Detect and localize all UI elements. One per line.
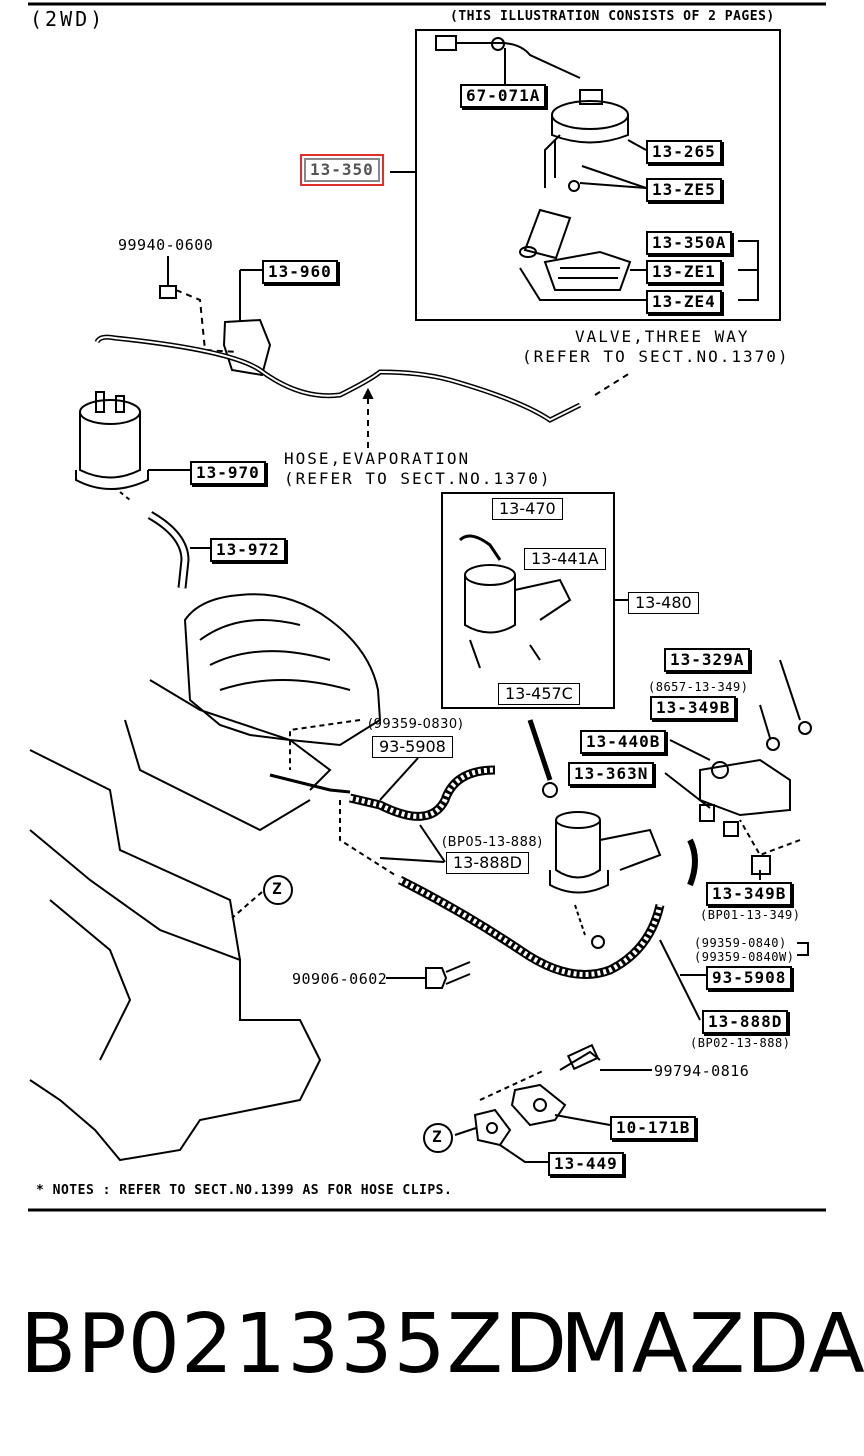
part-13-329a[interactable]: 13-329A [664, 648, 751, 672]
part-67-071a[interactable]: 67-071A [460, 84, 547, 108]
bolt-90906-shape [425, 967, 448, 989]
note-99359-0840: (99359-0840) [694, 936, 787, 950]
part-13-265[interactable]: 13-265 [646, 140, 722, 164]
engine-block-shape [29, 829, 322, 1162]
part-13-ze1[interactable]: 13-ZE1 [646, 260, 722, 284]
diagram-drawing [28, 2, 826, 1212]
part-13-349b-top[interactable]: 13-349B [650, 696, 737, 720]
highlight-13-350: 13-350 [300, 154, 384, 186]
part-13-363n[interactable]: 13-363N [568, 762, 655, 786]
part-13-457c[interactable]: 13-457C [498, 683, 580, 705]
bolt-99794-shape [566, 1043, 600, 1071]
part-13-888d-bottom[interactable]: 13-888D [702, 1010, 789, 1034]
parts-diagram: (2WD) (THIS ILLUSTRATION CONSISTS OF 2 P… [28, 2, 826, 1212]
pump-assy-shape [464, 564, 516, 586]
pump-group-frame [415, 29, 781, 321]
hose-evaporation-line2: (REFER TO SECT.NO.1370) [284, 469, 552, 488]
variant-label: (2WD) [30, 7, 106, 31]
note-99359-0830: (99359-0830) [368, 717, 464, 732]
fuel-pump-shape [555, 811, 601, 829]
part-13-440b[interactable]: 13-440B [580, 730, 667, 754]
grommet-shape [491, 37, 505, 51]
hose-5908-shape [348, 765, 496, 821]
part-13-441a[interactable]: 13-441A [524, 548, 606, 570]
valve-three-way-line1: VALVE,THREE WAY [575, 327, 750, 346]
pump-motor-shape [523, 208, 572, 260]
clip-shape [568, 180, 580, 192]
part-99794-0816[interactable]: 99794-0816 [654, 1062, 750, 1080]
part-13-470[interactable]: 13-470 [492, 498, 563, 520]
illustration-note: (THIS ILLUSTRATION CONSISTS OF 2 PAGES) [450, 9, 775, 24]
part-13-480[interactable]: 13-480 [628, 592, 699, 614]
part-13-888d-top[interactable]: 13-888D [446, 852, 529, 874]
part-13-960[interactable]: 13-960 [262, 260, 338, 284]
brand-name: MAZDA [560, 1297, 864, 1392]
part-13-970[interactable]: 13-970 [190, 461, 266, 485]
part-93-5908-bottom[interactable]: 93-5908 [706, 966, 793, 990]
gasket-449-shape [473, 1108, 512, 1147]
part-99940-0600[interactable]: 99940-0600 [118, 236, 214, 254]
arrow-shape [527, 719, 553, 781]
z-marker-bottom-shape [423, 1123, 453, 1153]
note-bp05-13-888: (BP05-13-888) [442, 835, 543, 850]
valve-three-way-line2: (REFER TO SECT.NO.1370) [522, 347, 790, 366]
z-marker-bottom: Z [432, 1127, 443, 1146]
note-8657-13-349: (8657-13-349) [648, 680, 749, 694]
part-13-ze4[interactable]: 13-ZE4 [646, 290, 722, 314]
z-marker-top-shape [263, 875, 293, 905]
note-99359-0840w: (99359-0840W) [694, 950, 795, 964]
bracket-960-shape [222, 318, 272, 377]
part-13-350a[interactable]: 13-350A [646, 231, 733, 255]
wire-shape [456, 42, 581, 79]
evap-hose-shape [94, 334, 582, 423]
note-bp02-13-888: (BP02-13-888) [690, 1036, 791, 1050]
part-13-349b-bottom[interactable]: 13-349B [706, 882, 793, 906]
intake-manifold-shape [183, 593, 382, 747]
pump-assy-frame [441, 492, 615, 709]
part-13-ze5[interactable]: 13-ZE5 [646, 178, 722, 202]
part-93-5908-top[interactable]: 93-5908 [372, 736, 453, 758]
filter-shape [543, 250, 632, 291]
part-number: BP021335ZD [20, 1297, 569, 1392]
note-bp01-13-349: (BP01-13-349) [700, 908, 801, 922]
hose-888d-shape [397, 875, 665, 979]
hose-evaporation-line1: HOSE,EVAPORATION [284, 449, 471, 468]
flange-shape [551, 100, 629, 130]
connector-shape [435, 35, 457, 51]
z-marker-top: Z [272, 879, 283, 898]
part-10-171b[interactable]: 10-171B [610, 1116, 697, 1140]
part-90906-0602[interactable]: 90906-0602 [292, 970, 388, 988]
plate-171b-shape [510, 1083, 567, 1127]
part-13-449[interactable]: 13-449 [548, 1152, 624, 1176]
footer: BP021335ZD MAZDA [0, 1290, 864, 1410]
bolt-shape [159, 285, 177, 299]
part-13-972[interactable]: 13-972 [210, 538, 286, 562]
part-13-350[interactable]: 13-350 [304, 158, 380, 182]
notes-text: * NOTES : REFER TO SECT.NO.1399 AS FOR H… [36, 1183, 453, 1198]
canister-shape [79, 399, 141, 425]
